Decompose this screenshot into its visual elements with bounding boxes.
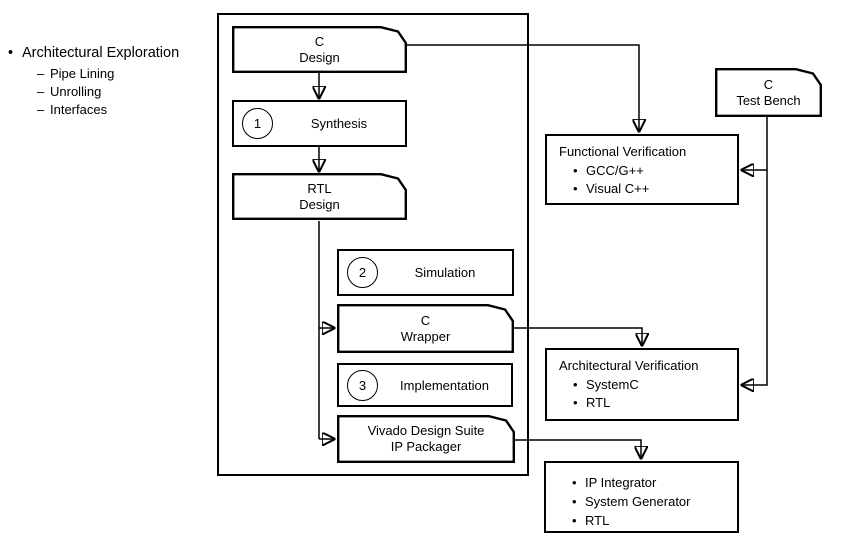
bullet-glyph: • [572, 475, 577, 490]
arrow-cwrapper-to-architectural-verification [514, 327, 642, 345]
list-item: • Visual C++ [573, 180, 733, 198]
list-item-text: Visual C++ [586, 180, 650, 196]
box-c-design: C Design [232, 26, 407, 73]
label-line: RTL [307, 180, 332, 196]
list-item-text: RTL [585, 513, 610, 528]
label-line: Design [299, 49, 340, 65]
bullet-list: • IP Integrator • System Generator • RTL [558, 473, 733, 530]
bullet-glyph: • [8, 45, 14, 61]
box-label: C Test Bench [715, 68, 822, 117]
architectural-exploration-note: • Architectural Exploration –Pipe Lining … [8, 44, 179, 119]
note-item: –Unrolling [8, 83, 179, 101]
dash-glyph: – [37, 66, 45, 81]
box-label: Vivado Design Suite IP Packager [337, 415, 515, 463]
bullet-glyph: • [572, 513, 577, 528]
list-item: • RTL [572, 511, 733, 530]
list-item-text: GCC/G++ [586, 163, 644, 178]
bullet-glyph: • [573, 394, 578, 410]
box-label: Synthesis [310, 116, 368, 131]
step-2-badge: 2 [347, 257, 378, 288]
step-1-badge: 1 [242, 108, 273, 139]
note-title: • Architectural Exploration [8, 44, 179, 62]
bullet-list: • GCC/G++ • Visual C++ [559, 162, 733, 197]
step-3-badge: 3 [347, 369, 378, 401]
box-label: C Design [232, 26, 407, 73]
label-line: C [763, 76, 774, 92]
note-item-text: Unrolling [50, 84, 102, 99]
box-c-wrapper: C Wrapper [337, 304, 514, 353]
document-shape [337, 415, 515, 463]
note-items: –Pipe Lining –Unrolling –Interfaces [8, 65, 179, 119]
box-label: Simulation [414, 265, 476, 280]
list-item-text: RTL [586, 394, 611, 410]
bullet-glyph: • [573, 163, 578, 178]
document-shape [232, 173, 407, 220]
box-label: Implementation [400, 377, 489, 393]
label-line: Test Bench [736, 92, 801, 108]
bullet-glyph: • [573, 377, 578, 392]
document-shape [337, 304, 514, 353]
arrow-ippackager-to-integration [515, 439, 641, 458]
list-item: • GCC/G++ [573, 162, 733, 180]
box-architectural-verification: Architectural Verification • SystemC • RTL [545, 348, 739, 421]
hls-flow-frame [217, 13, 529, 476]
list-item: • System Generator [572, 492, 733, 511]
box-title: Functional Verification [559, 144, 687, 159]
list-item: • RTL [573, 394, 733, 412]
box-ip-packager: Vivado Design Suite IP Packager [337, 415, 515, 463]
box-functional-verification: Functional Verification • GCC/G++ • Visual… [545, 134, 739, 205]
list-item: • IP Integrator [572, 473, 733, 492]
box-rtl-design: RTL Design [232, 173, 407, 220]
label-line: C [314, 33, 325, 49]
box-synthesis: 1 Synthesis [232, 100, 407, 147]
note-item: –Interfaces [8, 101, 179, 119]
bullet-glyph: • [572, 494, 577, 509]
box-simulation: 2 Simulation [337, 249, 514, 296]
box-integration-targets: • IP Integrator • System Generator • RTL [544, 461, 739, 533]
label-line: Vivado Design Suite [367, 423, 485, 438]
bullet-list: • SystemC • RTL [559, 376, 733, 411]
bullet-glyph: • [573, 180, 578, 196]
dash-glyph: – [37, 84, 45, 99]
list-item-text: SystemC [586, 377, 639, 392]
box-label: C Wrapper [337, 304, 514, 353]
arrow-ctestbench-to-architectural-verification [742, 117, 768, 385]
document-shape [715, 68, 822, 117]
list-item: • SystemC [573, 376, 733, 394]
note-item-text: Pipe Lining [50, 66, 115, 81]
note-title-text: Architectural Exploration [22, 45, 180, 61]
label-line: IP Packager [390, 439, 462, 454]
note-item-text: Interfaces [50, 102, 108, 117]
box-label: RTL Design [232, 173, 407, 220]
box-title: Architectural Verification [559, 358, 699, 373]
label-line: Design [299, 196, 340, 212]
label-line: C [420, 312, 431, 328]
box-implementation: 3 Implementation [337, 363, 513, 407]
list-item-text: System Generator [585, 494, 691, 509]
box-c-test-bench: C Test Bench [715, 68, 822, 117]
label-line: Wrapper [400, 328, 451, 344]
dash-glyph: – [37, 102, 45, 117]
list-item-text: IP Integrator [585, 475, 657, 490]
arrow-cdesign-to-functional-verification [407, 44, 639, 131]
note-item: –Pipe Lining [8, 65, 179, 83]
document-shape [232, 26, 407, 73]
